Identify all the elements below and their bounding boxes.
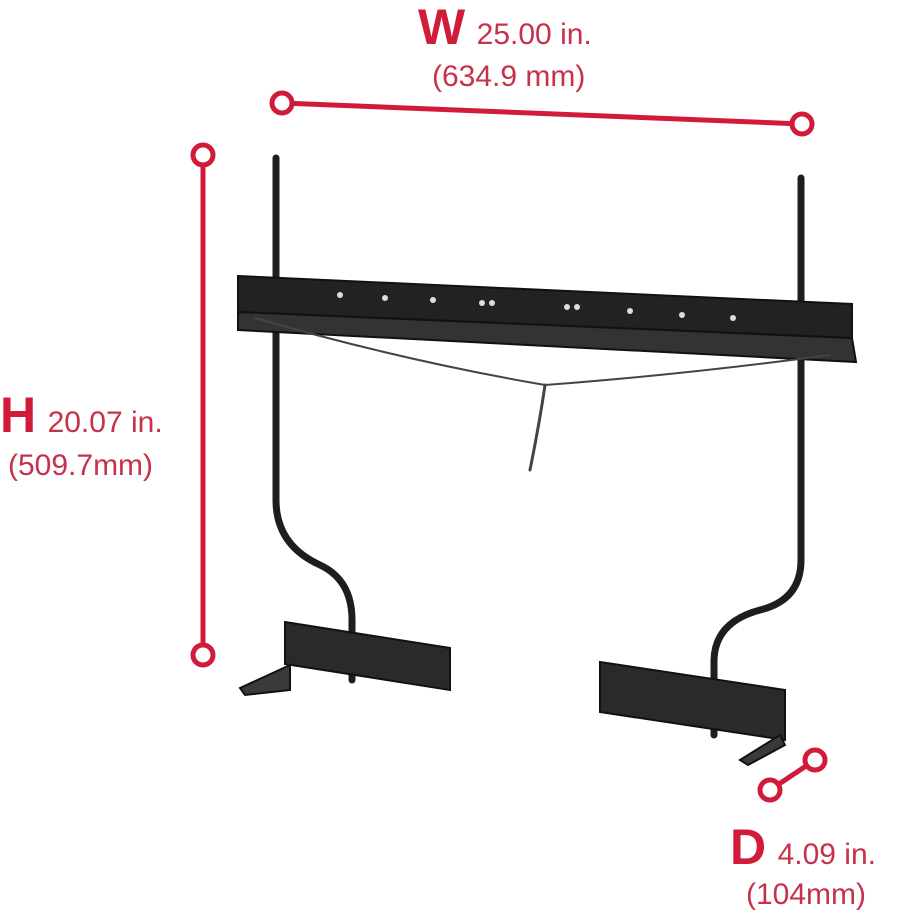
- crossbar-holes: [337, 292, 736, 321]
- depth-dimension-line: [757, 747, 828, 803]
- tv-mount: [237, 154, 858, 767]
- depth-label: D 4.09 in.: [730, 822, 876, 872]
- height-letter: H: [0, 387, 36, 443]
- height-dimension-line: [190, 142, 216, 668]
- height-label: H 20.07 in.: [0, 390, 163, 440]
- width-inches: 25.00 in.: [476, 18, 592, 51]
- depth-inches: 4.09 in.: [777, 838, 876, 871]
- width-mm: (634.9 mm): [432, 60, 586, 93]
- depth-letter: D: [730, 819, 766, 875]
- width-label: W 25.00 in.: [418, 2, 592, 52]
- height-mm: (509.7mm): [8, 449, 154, 482]
- width-letter: W: [418, 0, 465, 55]
- width-dimension-line: [269, 90, 815, 137]
- depth-mm: (104mm): [746, 878, 867, 911]
- height-inches: 20.07 in.: [47, 406, 163, 439]
